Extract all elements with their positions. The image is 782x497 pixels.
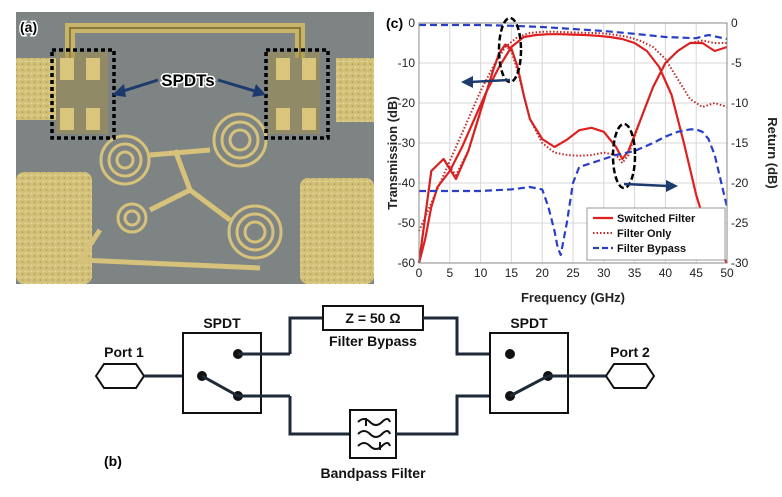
y2-tick-label: -5: [731, 56, 742, 70]
bandpass-filter-icon: [357, 418, 391, 450]
y-tick-label: 0: [408, 16, 415, 30]
x-tick-label: 0: [416, 266, 423, 280]
chip-pad-bottom-left: [16, 172, 92, 284]
chart-x-axis-label: Frequency (GHz): [521, 290, 625, 305]
x-tick-label: 45: [690, 266, 704, 280]
left-axis-arrowhead: [461, 76, 473, 88]
spdt-arrow-left: [119, 78, 159, 94]
x-tick-label: 20: [536, 266, 550, 280]
chart-y2-axis-label: Return (dB): [765, 117, 780, 189]
chip-pad-bottom-right: [300, 178, 374, 284]
y2-tick-label: -20: [731, 176, 749, 190]
bypass-label: Filter Bypass: [329, 333, 417, 349]
bandpass-filter-box: [349, 409, 397, 459]
chip-pad-right: [336, 58, 374, 122]
impedance-box: [322, 305, 424, 331]
y-tick-label: -20: [398, 96, 416, 110]
port-2-connector: [604, 363, 656, 389]
spdt-arrow-right: [217, 78, 259, 94]
legend-box: [586, 207, 726, 261]
chip-pad-left: [16, 58, 56, 120]
spdt-right-highlight: [264, 48, 330, 140]
legend-label-bypass: Filter Bypass: [617, 243, 686, 255]
wire-bypass-right: [423, 316, 510, 356]
x-tick-label: 35: [628, 266, 642, 280]
chip-switch-pad: [276, 108, 290, 130]
x-tick-label: 10: [474, 266, 488, 280]
x-tick-label: 50: [720, 266, 734, 280]
legend-label-filter-only: Filter Only: [617, 228, 672, 240]
chip-micrograph: SPDTs (a): [16, 12, 374, 284]
right-axis-arrowhead: [666, 180, 678, 192]
spdt-right-label: SPDT: [510, 315, 548, 331]
chip-switch-pad: [60, 108, 74, 130]
x-tick-label: 5: [446, 266, 453, 280]
wire-bypass-left: [288, 316, 323, 354]
spdt-arrowhead-right: [252, 84, 266, 97]
legend-label-switched: Switched Filter: [617, 213, 696, 225]
filter-label: Bandpass Filter: [320, 465, 426, 481]
chip-bypass-trace-edge: [69, 27, 301, 58]
chart-legend: Switched Filter Filter Only Filter Bypas…: [586, 207, 726, 261]
wire-filter-left: [288, 396, 350, 436]
chip-switch-pad: [302, 58, 316, 80]
series-switched-filter-right: [417, 41, 728, 264]
y-tick-label: -60: [398, 256, 416, 270]
spdt-left-box: [182, 332, 262, 414]
spdt-right-box: [489, 332, 569, 414]
y2-tick-label: 0: [731, 16, 738, 30]
panel-label-b: (b): [104, 453, 122, 469]
y2-tick-label: -25: [731, 216, 749, 230]
spdt-right-throw-top: [505, 349, 515, 359]
chip-switch-pad: [86, 108, 100, 130]
port-1-connector: [94, 363, 146, 389]
x-tick-label: 30: [597, 266, 611, 280]
y-tick-label: -50: [398, 216, 416, 230]
spdt-right-switch-arm: [509, 374, 549, 398]
port-1-label: Port 1: [104, 344, 144, 360]
spdt-left-switch-arm: [201, 374, 239, 398]
x-tick-label: 15: [505, 266, 519, 280]
ellipse-left-marker: [497, 16, 523, 84]
chart-y-axis-label: Transmission (dB): [385, 96, 400, 209]
chip-switch-pad: [276, 58, 290, 80]
chip-inductors: [99, 112, 283, 260]
y-tick-label: -10: [398, 56, 416, 70]
series-filter-only-left: [418, 30, 728, 232]
y2-tick-label: -15: [731, 136, 749, 150]
x-tick-label: 40: [659, 266, 673, 280]
series-filter-only-right: [418, 39, 727, 264]
y2-tick-label: -10: [731, 96, 749, 110]
impedance-label: Z = 50 Ω: [345, 310, 400, 326]
panel-label-a: (a): [20, 19, 37, 35]
chip-switch-pad: [302, 108, 316, 130]
spdt-left-label: SPDT: [203, 315, 241, 331]
series-switched-filter-left: [417, 33, 728, 264]
circuit-schematic: (b) Port 1 SPDT Z = 50 Ω Filter Bypass: [94, 305, 656, 481]
y-tick-label: -30: [398, 136, 416, 150]
port-2-label: Port 2: [610, 344, 650, 360]
spdts-annotation: SPDTs: [161, 71, 215, 90]
plot-frame: [418, 22, 728, 264]
right-axis-arrow: [623, 182, 669, 188]
x-tick-label: 25: [566, 266, 580, 280]
panel-label-c: (c): [386, 15, 403, 31]
wire-filter-right: [396, 394, 510, 436]
ellipse-right-marker: [611, 122, 637, 190]
chip-switch-pad: [60, 58, 74, 80]
series-filter-bypass-left: [419, 23, 728, 41]
left-axis-arrow: [469, 78, 511, 84]
chip-switch-pad: [86, 58, 100, 80]
chart-series: [417, 23, 729, 264]
spdt-arrowhead-left: [112, 84, 126, 97]
chip-traces: [75, 147, 261, 271]
y2-tick-label: -30: [731, 256, 749, 270]
y-tick-label: -40: [398, 176, 416, 190]
